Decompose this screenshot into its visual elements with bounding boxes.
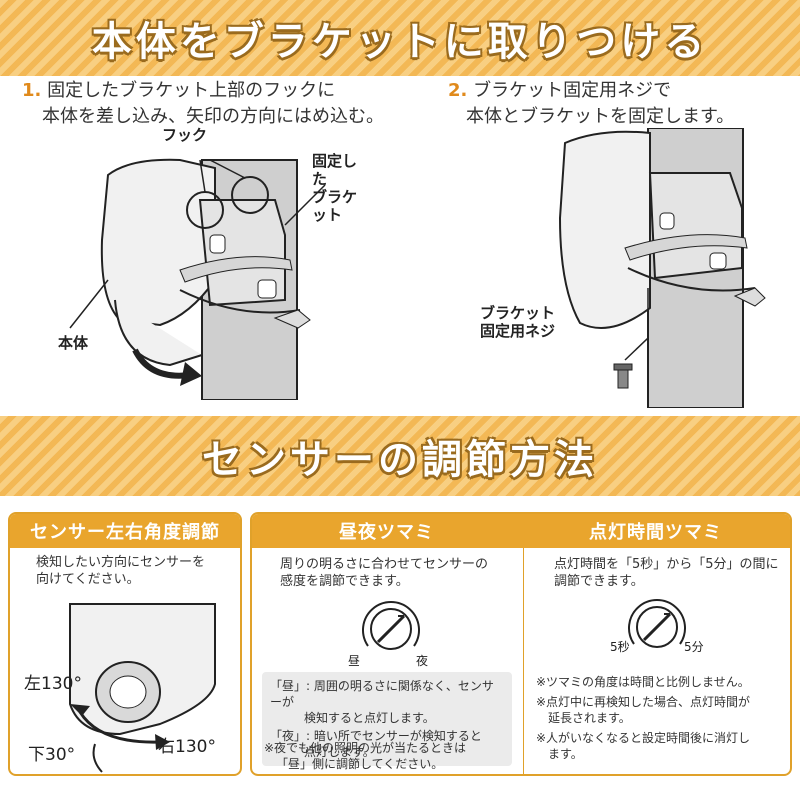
left-angle-label: 左130° — [24, 674, 82, 694]
dial-icon — [362, 601, 420, 650]
description-line: 感度を調節できます。 — [280, 574, 409, 589]
description-line: 調節できます。 — [554, 574, 644, 589]
sensor-angle-panel: センサー左右角度調節 検知したい方向にセンサーを 向けてください。 左130° … — [8, 512, 242, 776]
bracket-screw-diagram: ブラケット 固定用ネジ — [460, 127, 790, 409]
section-title: 本体をブラケットに取りつける — [91, 19, 709, 65]
bracket-label-line: 固定した — [312, 152, 358, 188]
rotate-arrow-icon — [78, 711, 161, 744]
daynight-description: 周りの明るさに合わせてセンサーの 感度を調節できます。 — [280, 556, 488, 590]
section-title-banner: センサーの調節方法 — [0, 416, 800, 496]
bracket-pole-diagram — [558, 127, 766, 409]
description-line: 点灯時間を「5秒」から「5分」の間に — [554, 557, 779, 572]
screw-icon — [613, 363, 633, 389]
screw-label-line: 固定用ネジ — [480, 322, 556, 340]
sensor-knobs-panel: 昼夜ツマミ 点灯時間ツマミ 周りの明るさに合わせてセンサーの 感度を調節できます… — [250, 512, 792, 776]
caution-line: ※夜でも他の照明の光が当たるときは — [264, 741, 467, 755]
panel-divider — [523, 548, 524, 774]
description-line: 周りの明るさに合わせてセンサーの — [280, 557, 489, 572]
note-line: ます。 — [548, 747, 583, 761]
daynight-notes: 「昼」: 周囲の明るさに関係なく、センサーが 検知すると点灯します。 「夜」: … — [262, 672, 512, 766]
right-angle-label: 右130° — [158, 737, 216, 757]
note-line: 延長されます。 — [548, 711, 631, 725]
dial-icon — [628, 599, 686, 648]
section-title-banner: 本体をブラケットに取りつける — [0, 0, 800, 76]
panel-title: センサー左右角度調節 — [10, 514, 240, 548]
step-number: 1. — [22, 80, 42, 101]
note-line: 「夜」: 暗い所でセンサーが検知すると — [270, 729, 482, 743]
section-title: センサーの調節方法 — [202, 437, 598, 483]
step-number: 2. — [448, 80, 468, 101]
step-2-instruction: 2. ブラケット固定用ネジで 本体とブラケットを固定します。 — [448, 78, 788, 130]
caution-line: 「昼」側に調節してください。 — [276, 757, 444, 771]
daynight-title: 昼夜ツマミ — [339, 522, 434, 543]
dial-max-label: 5分 — [684, 640, 704, 654]
dial-night-label: 夜 — [416, 654, 429, 668]
dial-day-label: 昼 — [348, 654, 361, 668]
note-line: 「昼」: 周囲の明るさに関係なく、センサーが — [270, 679, 494, 709]
note-line: ※人がいなくなると設定時間後に消灯し — [536, 731, 751, 745]
screw-label: ブラケット 固定用ネジ — [480, 304, 555, 340]
note-line: ※点灯中に再検知した場合、点灯時間が — [536, 695, 751, 709]
description-line: 向けてください。 — [36, 572, 140, 587]
time-notes: ※ツマミの角度は時間と比例しません。 ※点灯中に再検知した場合、点灯時間が 延長… — [536, 674, 786, 762]
step-text: 固定したブラケット上部のフックに — [47, 80, 336, 101]
bracket-label: 固定した ブラケット — [312, 152, 370, 224]
dial-min-label: 5秒 — [610, 640, 630, 654]
bracket-attach-diagram: フック 固定した ブラケット 本体 — [40, 126, 370, 401]
note-line: 検知すると点灯します。 — [304, 711, 435, 725]
bracket-pole-diagram — [69, 158, 326, 401]
sensor-head-diagram — [69, 603, 216, 773]
bracket-label-line: ブラケット — [312, 188, 358, 224]
step-text: 本体を差し込み、矢印の方向にはめ込む。 — [42, 106, 384, 127]
screw-label-line: ブラケット — [480, 304, 556, 322]
panel-header: 昼夜ツマミ 点灯時間ツマミ — [252, 514, 790, 548]
time-title: 点灯時間ツマミ — [589, 522, 722, 543]
step-text: ブラケット固定用ネジで — [473, 80, 672, 101]
description-line: 検知したい方向にセンサーを — [36, 555, 206, 570]
note-line: ※ツマミの角度は時間と比例しません。 — [536, 675, 750, 689]
step-text: 本体とブラケットを固定します。 — [466, 106, 735, 127]
panel-description: 検知したい方向にセンサーを 向けてください。 — [36, 554, 205, 588]
step-1-instruction: 1. 固定したブラケット上部のフックに 本体を差し込み、矢印の方向にはめ込む。 — [22, 78, 412, 130]
daynight-caution: ※夜でも他の照明の光が当たるときは 「昼」側に調節してください。 — [264, 740, 466, 772]
down-angle-label: 下30° — [28, 745, 76, 765]
time-description: 点灯時間を「5秒」から「5分」の間に 調節できます。 — [554, 556, 779, 590]
note-line: 点灯します。 — [304, 745, 375, 759]
body-label: 本体 — [58, 334, 89, 352]
hook-label: フック — [162, 126, 208, 144]
